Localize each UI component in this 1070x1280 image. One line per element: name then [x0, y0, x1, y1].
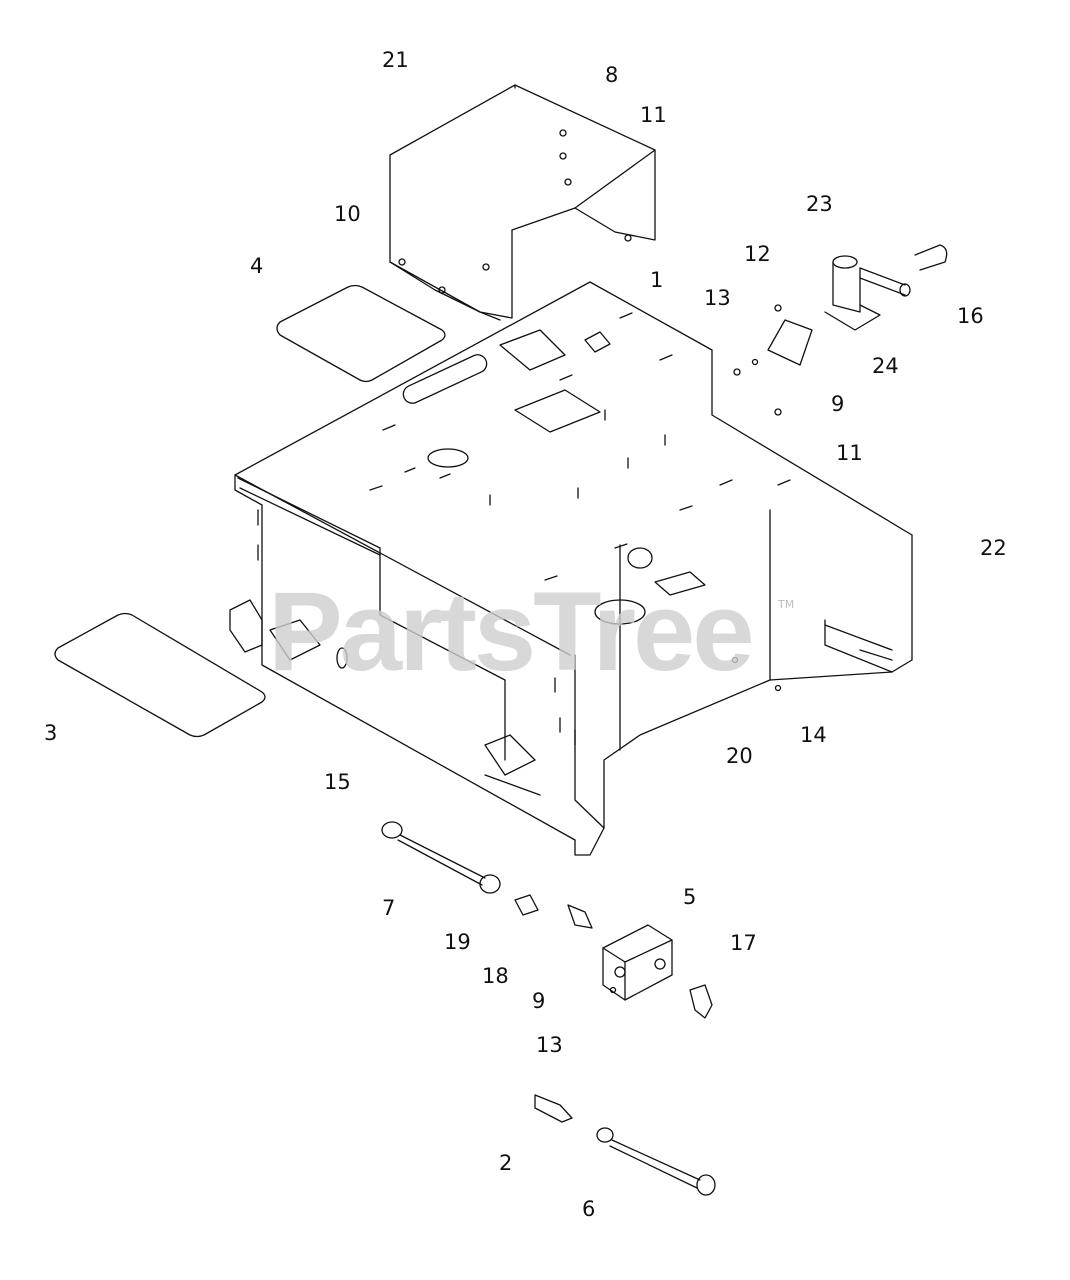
- callout-11-lower: 11: [836, 441, 863, 465]
- elbow-fitting-17: [689, 984, 713, 1019]
- callout-8: 8: [605, 63, 619, 87]
- callout-13-lower: 13: [536, 1033, 563, 1057]
- callout-13: 13: [704, 286, 731, 310]
- callout-10: 10: [334, 202, 361, 226]
- callout-2: 2: [499, 1151, 513, 1175]
- top-cover-shroud: [389, 84, 656, 321]
- callout-1: 1: [650, 268, 664, 292]
- watermark: PartsTree: [268, 569, 755, 694]
- callout-14: 14: [800, 723, 827, 747]
- callout-9: 9: [831, 392, 845, 416]
- callout-15: 15: [324, 770, 351, 794]
- callout-3: 3: [44, 721, 58, 745]
- callout-16: 16: [957, 304, 984, 328]
- fitting-19: [514, 894, 539, 916]
- callout-24: 24: [872, 354, 899, 378]
- callout-20: 20: [726, 744, 753, 768]
- callout-19: 19: [444, 930, 471, 954]
- decal-pad-lower: [54, 612, 266, 738]
- callout-4: 4: [250, 254, 264, 278]
- hydraulic-hose-6: [596, 1127, 716, 1196]
- hydraulic-hose-7: [381, 821, 501, 894]
- callout-12: 12: [744, 242, 771, 266]
- callout-23: 23: [806, 192, 833, 216]
- callout-11: 11: [640, 103, 667, 127]
- callout-18: 18: [482, 964, 509, 988]
- callout-9-lower: 9: [532, 989, 546, 1013]
- callout-6: 6: [582, 1197, 596, 1221]
- mounting-bracket: [733, 304, 813, 416]
- callout-21: 21: [382, 48, 409, 72]
- fitting-2: [534, 1094, 573, 1123]
- decal-pad-upper: [276, 284, 446, 383]
- elbow-fitting-18: [567, 904, 593, 929]
- pump-assembly: [824, 244, 948, 331]
- callout-17: 17: [730, 931, 757, 955]
- watermark-trademark: TM: [778, 598, 795, 611]
- main-frame-chassis: [229, 281, 913, 856]
- callout-7: 7: [382, 896, 396, 920]
- callout-5: 5: [683, 885, 697, 909]
- valve-block-5: [602, 924, 673, 1001]
- callout-22: 22: [980, 536, 1007, 560]
